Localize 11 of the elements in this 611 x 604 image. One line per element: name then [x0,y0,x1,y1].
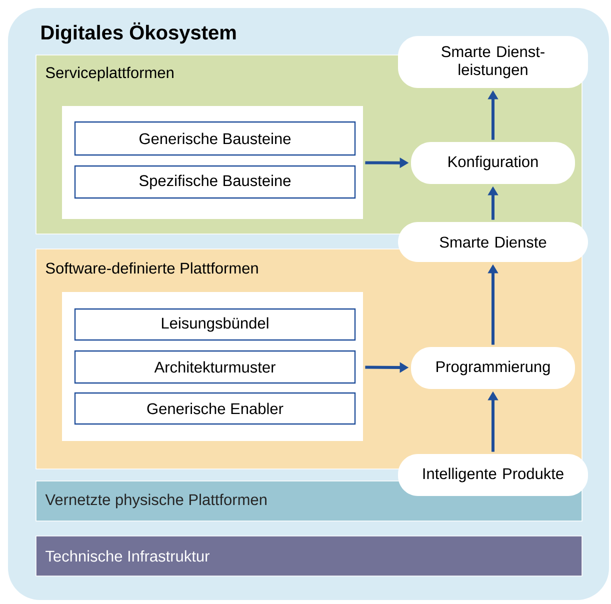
component-box: Spezifische Bausteine [74,165,356,199]
component-box: Leisungsbündel [74,308,356,341]
process-pill: Smarte Dienste [398,222,588,262]
process-pill: Smarte Dienst- leistungen [398,36,588,88]
component-box: Architekturmuster [74,350,356,384]
process-pill: Programmierung [411,347,575,389]
component-box: Generische Bausteine [74,121,356,156]
process-pill: Konfiguration [411,142,575,184]
component-box: Generische Enabler [74,392,356,425]
platform-layer: Technische Infrastruktur [36,536,582,576]
process-pill: Intelligente Produkte [398,454,588,496]
